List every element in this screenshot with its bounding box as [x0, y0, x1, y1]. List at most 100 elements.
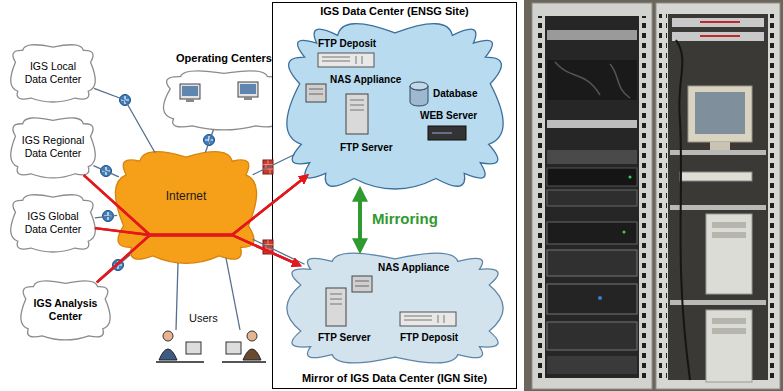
rack-unit [672, 18, 764, 27]
cloud-outline [11, 118, 96, 178]
node-text: FTP Server [340, 142, 393, 154]
rack-unit [700, 21, 740, 23]
user-desk [156, 361, 204, 363]
drive-bay [712, 222, 746, 228]
network-link [253, 155, 295, 175]
rack-frame [656, 3, 780, 389]
tower-pc [706, 214, 752, 294]
rack-unit [547, 222, 637, 244]
rack-unit [547, 356, 637, 374]
data-flow-arrow [95, 177, 305, 235]
user-icon [159, 349, 177, 360]
node-text: Internet [146, 189, 226, 203]
rack-shelf [670, 150, 766, 155]
mirroring-arrow [358, 194, 362, 247]
server-tower-icon [326, 288, 346, 326]
web-server-icon [428, 126, 466, 140]
computer-icon [238, 82, 258, 97]
keyboard [680, 172, 752, 181]
rack-interior [545, 16, 639, 378]
rack-unit [547, 150, 637, 164]
monitor-stand [710, 142, 730, 150]
drive-bay [712, 328, 746, 334]
drive-bay [712, 318, 746, 324]
user-monitor [226, 342, 241, 354]
user-icon [243, 349, 261, 360]
network-link [95, 215, 117, 218]
rack-cable [555, 62, 630, 98]
drive-bay [712, 232, 746, 238]
node-text: IGS Regional Data Center [20, 134, 86, 159]
user-monitor [186, 342, 201, 354]
user-icon [247, 331, 257, 341]
user-wire [176, 263, 178, 330]
monitor [688, 86, 752, 142]
rack-unit [672, 32, 764, 41]
node-text: FTP Server [318, 332, 371, 344]
node-text: WEB Server [420, 110, 477, 122]
data-flow-arrow [97, 177, 305, 282]
rack-unit [547, 30, 637, 40]
node-text: Operating Centers [164, 52, 284, 65]
edge-label: Mirroring [372, 210, 438, 228]
rack-unit [547, 120, 637, 128]
rack-unit [547, 250, 637, 276]
cloud-outline [11, 45, 96, 102]
node-text: Database [433, 88, 477, 100]
ftp-deposit-icon [318, 53, 374, 67]
rack-rail [769, 14, 777, 380]
cloud-outline [163, 71, 284, 130]
node-text: FTP Deposit [400, 332, 458, 344]
data-center-cloud: IGS Regional Data Center [8, 115, 98, 180]
rack-shelf [670, 300, 766, 305]
ftp-deposit-icon [404, 315, 444, 323]
data-center-frame: IGS Data Center (ENSG Site)Mirror of IGS… [272, 2, 517, 389]
network-link [94, 88, 155, 152]
nas-icon [306, 84, 326, 102]
nas-icon [309, 89, 323, 94]
node-text: IGS Analysis Center [29, 297, 102, 322]
cloud-outline [287, 253, 503, 363]
node-text: IGS Global Data Center [20, 210, 86, 235]
status-light [629, 176, 632, 179]
data-flow-arrow [95, 228, 297, 264]
data-center-cloud: IGS Global Data Center [8, 192, 98, 254]
operating-centers-cloud: Operating Centers [160, 50, 288, 132]
ftp-deposit-icon [322, 56, 362, 64]
mirror-site-cloud: NAS ApplianceFTP Server FTP Deposit [283, 250, 507, 366]
cloud-outline [287, 24, 503, 189]
rack-cable [676, 40, 690, 380]
rack-unit [700, 35, 740, 37]
rack-frame [532, 3, 652, 389]
rack-unit [547, 168, 637, 186]
photo-wall [524, 0, 783, 391]
cloud-outline [283, 20, 507, 192]
rack-unit [547, 190, 637, 206]
computer-icon [180, 84, 200, 99]
user-desk [222, 361, 266, 363]
nas-icon [355, 281, 369, 286]
cloud-outline [21, 281, 110, 340]
node-text: NAS Appliance [378, 262, 449, 274]
computer-icon [244, 97, 252, 100]
rack-unit [547, 60, 637, 100]
cloud-outline [160, 68, 288, 132]
network-link [205, 130, 213, 152]
nas-icon [352, 276, 372, 292]
node-text: IGS Local Data Center [20, 60, 86, 85]
server-tower-icon [350, 100, 364, 110]
monitor-screen [695, 92, 745, 134]
node-text: IGS Data Center (ENSG Site) [275, 5, 514, 18]
computer-icon [186, 99, 194, 102]
ftp-deposit-icon [400, 312, 456, 326]
network-link [93, 166, 118, 177]
user-wire [226, 258, 240, 330]
node-text: FTP Deposit [318, 38, 376, 50]
rack-rail [536, 16, 544, 378]
site-cloud: FTP DepositNAS ApplianceDatabaseWEB Serv… [283, 20, 507, 192]
computer-icon [240, 84, 256, 94]
rack-unit [547, 322, 637, 350]
status-light [598, 296, 602, 300]
data-center-cloud: IGS Local Data Center [8, 42, 98, 104]
